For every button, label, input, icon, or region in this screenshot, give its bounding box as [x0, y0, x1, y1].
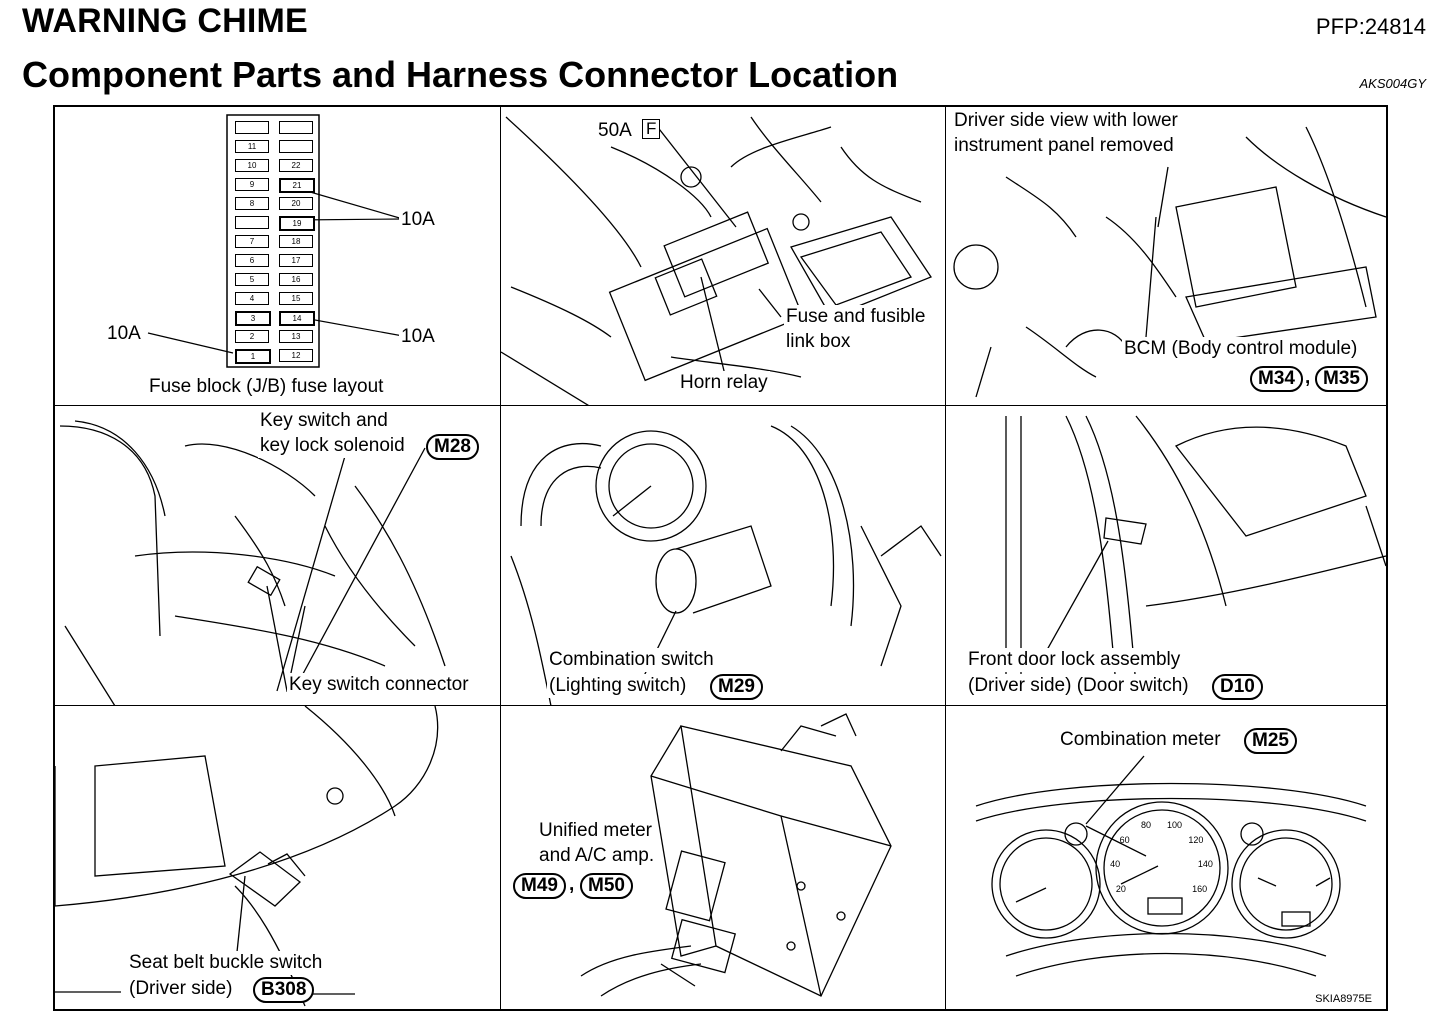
seat-belt-label: (Driver side) — [127, 977, 235, 1001]
connector-badge-m25: M25 — [1244, 728, 1297, 754]
key-switch-label: Key switch and — [258, 409, 390, 433]
horn-relay-label: Horn relay — [678, 371, 770, 395]
connector-badge-b308: B308 — [253, 977, 315, 1003]
fuse-slot: 9 — [235, 178, 269, 191]
fuse-slot: 7 — [235, 235, 269, 248]
seat-belt-label: Seat belt buckle switch — [127, 951, 325, 975]
connector-badge-m28: M28 — [426, 434, 479, 460]
fuse-slot: 21 — [279, 178, 315, 193]
bcm-label: BCM (Body control module) — [1122, 337, 1360, 361]
grid-divider — [55, 405, 1386, 406]
fuse-slot: 1 — [235, 349, 271, 364]
fuse-slot: 19 — [279, 216, 315, 231]
fuse-slot: 10 — [235, 159, 269, 172]
connector-badge-m50: M50 — [580, 873, 633, 899]
fuse-slot — [235, 121, 269, 134]
panel-seat-belt: Seat belt buckle switch (Driver side) B3… — [55, 706, 500, 1011]
fuse-slot: 18 — [279, 235, 313, 248]
fuse-slot: 4 — [235, 292, 269, 305]
panel-engine-room: 50A F Fuse and fusible link box Horn rel… — [501, 107, 945, 405]
speedometer-tick-label: 20 — [1115, 884, 1126, 894]
fuse-rating-label: 10A — [399, 325, 437, 349]
page-title: WARNING CHIME — [22, 2, 308, 40]
fuse-slot: 14 — [279, 311, 315, 326]
engine-room-illustration — [501, 116, 932, 405]
fuse-box-label: Fuse and fusible — [784, 305, 928, 329]
fuse-slot: 17 — [279, 254, 313, 267]
fuse-slot: 22 — [279, 159, 313, 172]
key-switch-connector-label: Key switch connector — [287, 673, 471, 697]
view-description: Driver side view with lower — [952, 109, 1180, 133]
panel-bcm: Driver side view with lower instrument p… — [946, 107, 1388, 405]
combination-meter-label: Combination meter — [1058, 728, 1223, 752]
connector-badge-m35: M35 — [1315, 366, 1368, 392]
fuse-amperage-label: 50A — [596, 119, 634, 143]
connector-badge-m34: M34 — [1250, 366, 1303, 392]
speedometer-tick-label: 60 — [1119, 834, 1130, 845]
grid-divider — [945, 107, 946, 1009]
panel-combination-switch: Combination switch (Lighting switch) M29 — [501, 406, 945, 705]
speedometer-tick-label: 80 — [1141, 819, 1152, 830]
key-switch-label: key lock solenoid — [258, 434, 407, 458]
key-switch-illustration — [59, 420, 446, 705]
fuse-slot: 13 — [279, 330, 313, 343]
speedometer-tick-label: 120 — [1188, 834, 1204, 845]
fuse-slot — [235, 216, 269, 229]
connector-separator: , — [567, 873, 577, 897]
fuse-slot: 2 — [235, 330, 269, 343]
fuse-slot — [279, 140, 313, 153]
fuse-slot: 15 — [279, 292, 313, 305]
document-code: AKS004GY — [1359, 76, 1427, 91]
unified-meter-illustration — [580, 713, 892, 997]
connector-badge-m49: M49 — [513, 873, 566, 899]
fuse-slot: 11 — [235, 140, 269, 153]
panel-front-door: Front door lock assembly (Driver side) (… — [946, 406, 1388, 705]
fuse-slot: 12 — [279, 349, 313, 362]
section-title: Component Parts and Harness Connector Lo… — [22, 54, 899, 95]
part-number: PFP:24814 — [1315, 14, 1426, 39]
panel-key-switch: Key switch and key lock solenoid M28 Key… — [55, 406, 500, 705]
speedometer-tick-label: 160 — [1192, 884, 1208, 894]
bcm-illustration — [953, 126, 1387, 398]
fuse-slot: 20 — [279, 197, 313, 210]
view-description: instrument panel removed — [952, 134, 1176, 158]
unified-meter-label: Unified meter — [537, 819, 654, 843]
connector-badge-m29: M29 — [710, 674, 763, 700]
fuse-slot: 8 — [235, 197, 269, 210]
combination-meter-illustration — [975, 755, 1367, 977]
combination-switch-label: Combination switch — [547, 648, 716, 672]
connector-badge-d10: D10 — [1212, 674, 1263, 700]
speedometer-tick-label: 100 — [1166, 819, 1182, 830]
speedometer-tick-label: 140 — [1197, 858, 1213, 869]
fuse-box-label: link box — [784, 330, 853, 354]
panel-combination-meter: 20 40 60 80 100 120 140 160 Combination meter M… — [946, 706, 1388, 1011]
fuse-rating-label: 10A — [399, 208, 437, 232]
seat-belt-illustration — [55, 706, 439, 1007]
fuse-rating-label: 10A — [105, 322, 143, 346]
unified-meter-label: and A/C amp. — [537, 844, 657, 868]
fuse-slot: 16 — [279, 273, 313, 286]
fuse-slot: 5 — [235, 273, 269, 286]
front-door-illustration — [1005, 415, 1387, 687]
front-door-label: (Driver side) (Door switch) — [966, 674, 1191, 698]
fuse-slot: 6 — [235, 254, 269, 267]
panel-unified-meter: Unified meter and A/C amp. M49 , M50 — [501, 706, 945, 1011]
front-door-label: Front door lock assembly — [966, 648, 1183, 672]
fuse-block-caption: Fuse block (J/B) fuse layout — [147, 375, 386, 399]
fuse-slot — [279, 121, 313, 134]
figure-code: SKIA8975E — [1315, 993, 1372, 1005]
grid-divider — [55, 705, 1386, 706]
fuse-box-letter: F — [642, 119, 661, 139]
combination-switch-label: (Lighting switch) — [547, 674, 689, 698]
speedometer-tick-label: 40 — [1110, 858, 1121, 869]
connector-separator: , — [1303, 366, 1313, 390]
grid-divider — [500, 107, 501, 1009]
fuse-block-outline — [147, 114, 404, 368]
fuse-slot: 3 — [235, 311, 271, 326]
combination-switch-illustration — [510, 425, 942, 705]
